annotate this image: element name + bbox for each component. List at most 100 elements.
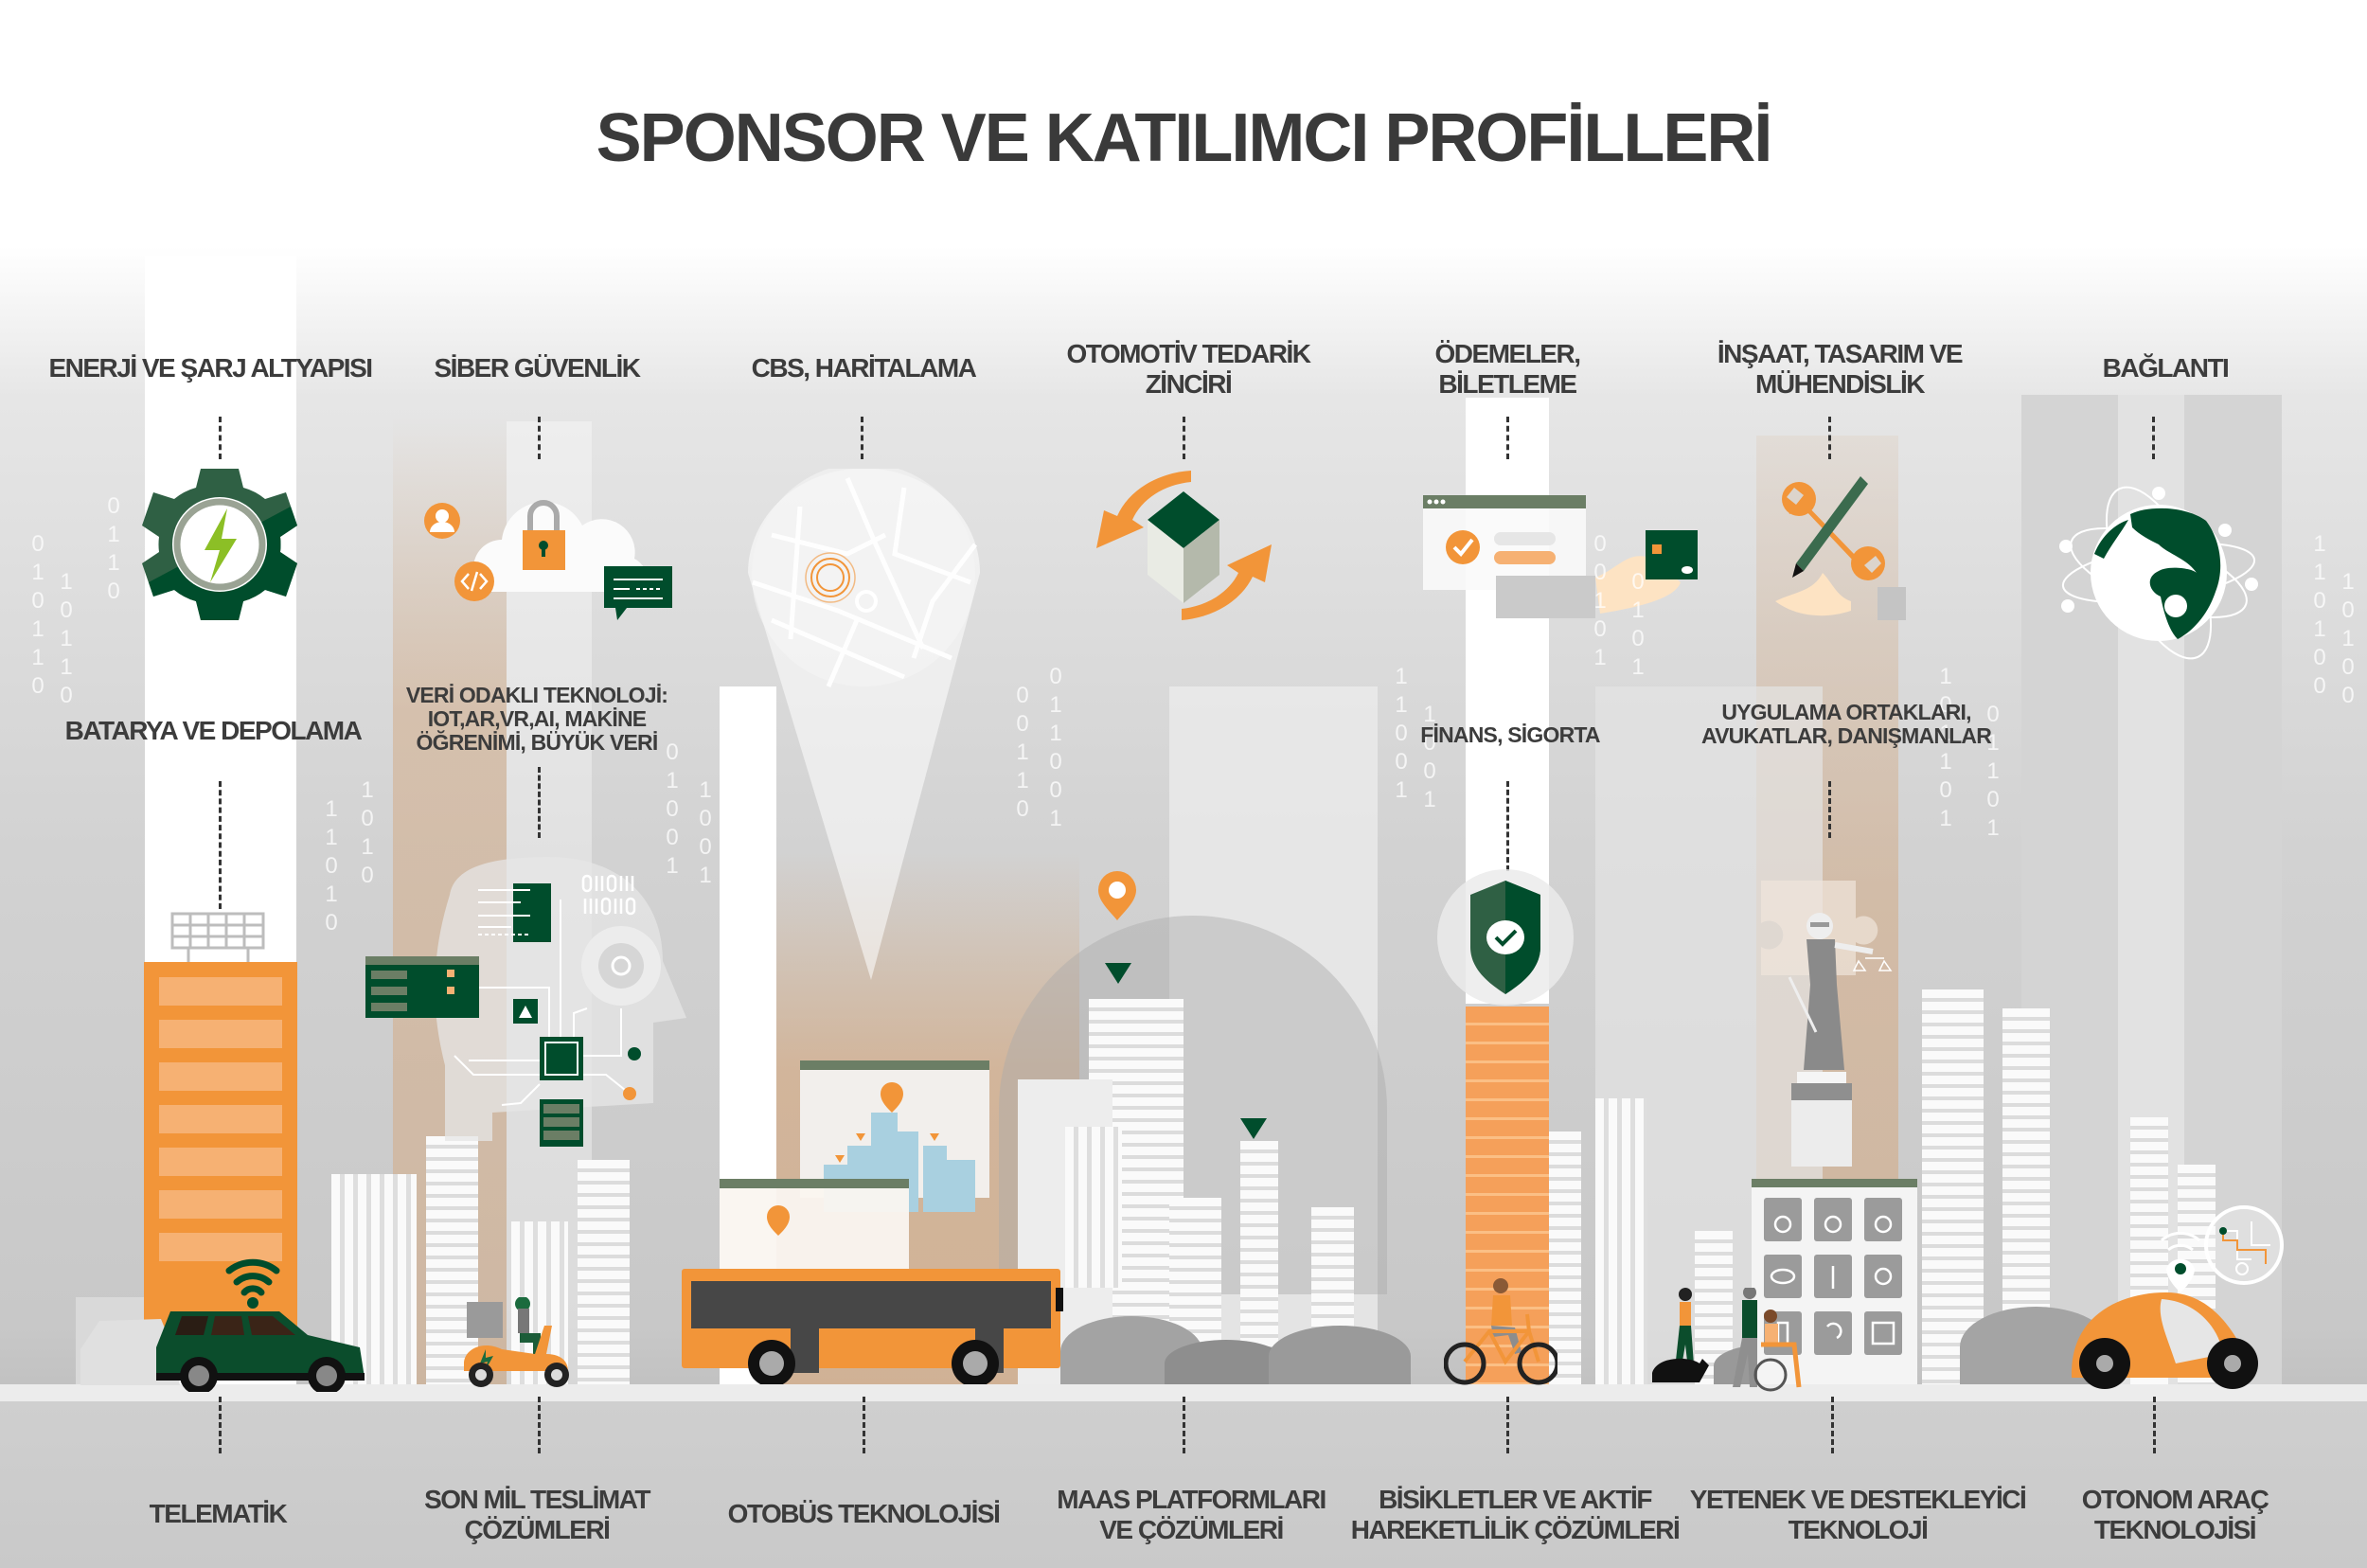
label-line: SON MİL TESLİMAT <box>424 1485 650 1514</box>
connector-dash <box>863 1397 865 1453</box>
connector-dash <box>861 417 863 459</box>
label-energy-charging: ENERJİ VE ŞARJ ALTYAPISI <box>48 353 373 383</box>
bus-icon <box>682 1060 1063 1387</box>
label-line: CBS, HARİTALAMA <box>751 353 977 383</box>
label-line: MÜHENDİSLİK <box>1755 369 1925 399</box>
binary-digit-stream: 1 1 0 0 1 <box>1395 664 1408 803</box>
binary-digit-stream: 0 0 1 0 1 <box>1593 531 1607 670</box>
binary-digit-stream: 1 0 1 0 <box>361 777 374 888</box>
connector-dash <box>1506 417 1509 459</box>
building <box>426 1136 478 1387</box>
label-telematics: TELEMATİK <box>149 1499 288 1529</box>
accessibility-icon <box>1752 1179 1917 1387</box>
binary-digit-stream: 1 0 1 0 0 <box>2341 569 2355 708</box>
globe-network-icon <box>2059 486 2258 660</box>
map-pin-projection-icon <box>748 469 980 980</box>
autonomous-pod-icon <box>2072 1205 2284 1389</box>
binary-digit-stream: 0 1 0 1 <box>1631 569 1645 680</box>
label-line: OTONOM ARAÇ <box>2081 1485 2269 1514</box>
connector-dash <box>538 1397 541 1453</box>
label-line: AVUKATLAR, DANIŞMANLAR <box>1700 723 1992 748</box>
justice-statue-icon <box>1761 881 1893 1167</box>
label-line: OTOMOTİV TEDARİK <box>1066 339 1311 368</box>
label-finance-insurance: FİNANS, SİGORTA <box>1420 722 1600 747</box>
wrench-pen-hand-icon <box>1775 476 1906 620</box>
connector-dash <box>1828 417 1831 459</box>
label-line: MAAS PLATFORMLARI <box>1057 1485 1326 1514</box>
connector-dash <box>538 417 541 459</box>
building <box>1065 1127 1122 1288</box>
connector-dash <box>219 417 222 459</box>
binary-digit-stream: 1 1 0 1 0 0 <box>2313 531 2326 699</box>
label-data-driven-tech: VERİ ODAKLI TEKNOLOJİ:IOT,AR,VR,AI, MAKİ… <box>405 683 668 755</box>
binary-digit-stream: 0 1 1 0 1 <box>1986 702 2000 841</box>
binary-digit-stream: 0 1 0 1 1 0 <box>31 531 44 699</box>
label-line: VERİ ODAKLI TEKNOLOJİ: <box>405 683 668 707</box>
connector-dash <box>538 767 541 838</box>
page-title: SPONSOR VE KATILIMCI PROFİLLERİ <box>596 100 1773 176</box>
label-line: TEKNOLOJİSİ <box>2093 1515 2257 1544</box>
label-line: IOT,AR,VR,AI, MAKİNE <box>427 706 647 731</box>
connector-dash <box>2152 417 2155 459</box>
binary-digit-stream: 1 1 0 1 0 <box>325 796 338 935</box>
label-line: ÖĞRENİMİ, BÜYÜK VERİ <box>416 730 659 755</box>
label-line: VE ÇÖZÜMLERİ <box>1099 1515 1284 1544</box>
label-line: BATARYA VE DEPOLAMA <box>64 716 363 745</box>
tree-mound <box>1165 1340 1288 1387</box>
connector-dash <box>1506 1397 1509 1453</box>
binary-digit-stream: 1 0 0 1 <box>699 777 712 888</box>
binary-digit-stream: 0 1 1 0 <box>107 493 120 604</box>
connector-dash <box>1831 1397 1834 1453</box>
label-line: İNŞAAT, TASARIM VE <box>1717 339 1964 368</box>
label-battery-storage: BATARYA VE DEPOLAMA <box>64 716 363 746</box>
ai-head-circuit-icon <box>365 857 686 1147</box>
bicycle-icon <box>1444 1278 1557 1385</box>
gear-lightning-icon <box>142 469 297 620</box>
label-line: HAREKETLİLİK ÇÖZÜMLERİ <box>1350 1515 1681 1544</box>
label-line: SİBER GÜVENLİK <box>434 353 641 383</box>
card-payment-icon <box>1423 495 1698 618</box>
tree-mound <box>1269 1326 1411 1387</box>
label-line: ENERJİ VE ŞARJ ALTYAPISI <box>48 353 373 383</box>
connector-dash <box>1506 781 1509 871</box>
delivery-scooter-icon <box>464 1297 569 1387</box>
battery-building-icon <box>144 912 297 1360</box>
label-line: BAĞLANTI <box>2102 353 2230 383</box>
marker-triangle <box>1105 963 1131 984</box>
cube-cycle-arrows-icon <box>1096 471 1272 620</box>
shield-check-icon <box>1437 869 1574 1006</box>
label-line: YETENEK VE DESTEKLEYİCİ <box>1689 1485 2027 1514</box>
label-bus-technology: OTOBÜS TEKNOLOJİSİ <box>727 1499 1001 1529</box>
binary-digit-stream: 0 0 1 1 0 <box>1016 683 1029 822</box>
label-line: TEKNOLOJİ <box>1788 1515 1929 1544</box>
location-pin-icon <box>1098 871 1136 920</box>
label-line: OTOBÜS TEKNOLOJİSİ <box>727 1499 1001 1528</box>
binary-digit-stream: 1 0 1 1 0 1 <box>1939 664 1952 831</box>
connector-dash <box>1183 417 1185 459</box>
label-gis-mapping: CBS, HARİTALAMA <box>751 353 977 383</box>
label-payments-ticketing: ÖDEMELER,BİLETLEME <box>1435 339 1581 400</box>
pedestrians-icon <box>1652 1288 1802 1392</box>
label-line: BİLETLEME <box>1438 369 1577 399</box>
binary-digit-stream: 0 1 1 0 0 1 <box>1049 664 1062 831</box>
label-line: FİNANS, SİGORTA <box>1420 722 1600 747</box>
label-cyber-security: SİBER GÜVENLİK <box>434 353 641 383</box>
binary-digit-stream: 0 1 0 0 1 <box>666 739 679 879</box>
building <box>1595 1098 1647 1387</box>
connector-dash <box>1183 1397 1185 1453</box>
binary-digit-stream: 1 0 1 1 0 <box>60 569 73 708</box>
car-wifi-icon <box>80 1311 365 1392</box>
connector-dash <box>2153 1397 2156 1453</box>
connector-dash <box>1828 781 1831 838</box>
label-line: TELEMATİK <box>149 1499 288 1528</box>
connector-dash <box>219 1397 222 1453</box>
label-implementation-partners: UYGULAMA ORTAKLARI,AVUKATLAR, DANIŞMANLA… <box>1700 700 1992 748</box>
label-line: UYGULAMA ORTAKLARI, <box>1721 700 1971 724</box>
